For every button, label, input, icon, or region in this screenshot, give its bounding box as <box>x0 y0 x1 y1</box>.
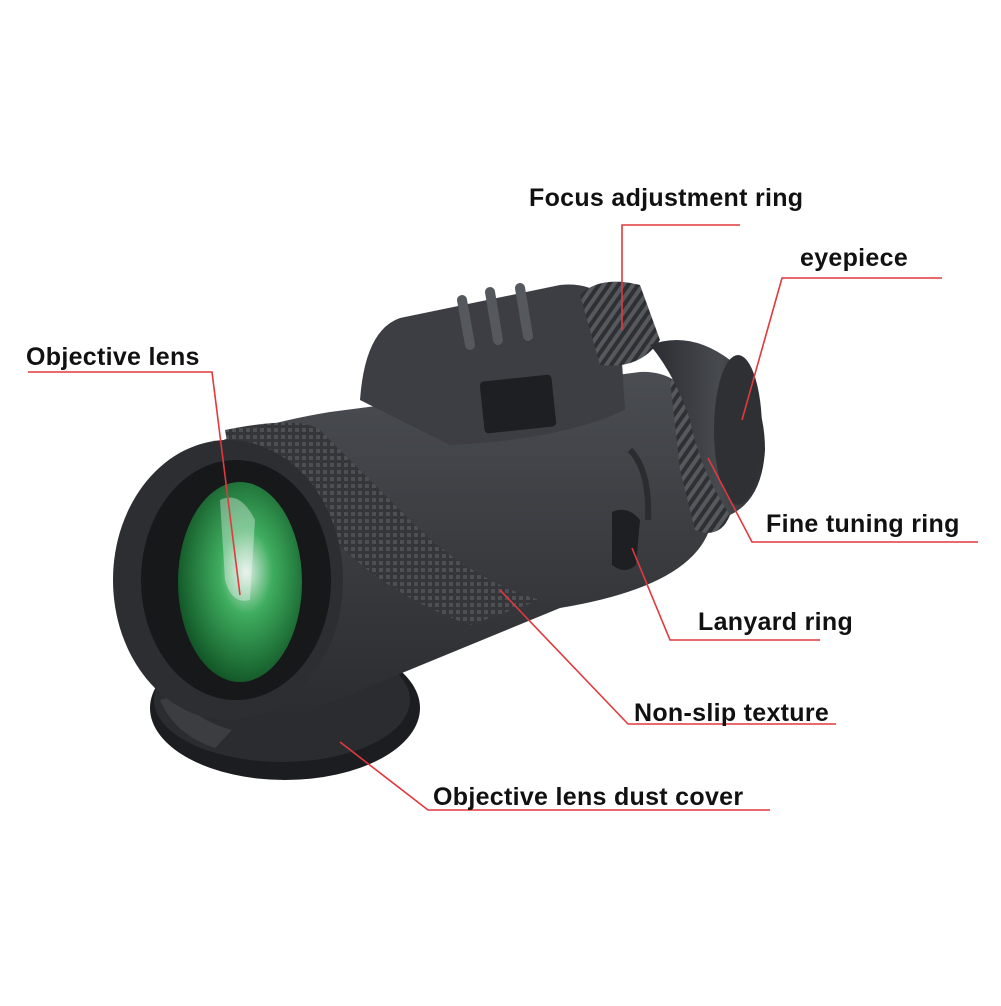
leader-lines <box>28 224 978 811</box>
label-fine-tuning-ring: Fine tuning ring <box>766 510 960 538</box>
label-non-slip-texture: Non-slip texture <box>634 699 830 727</box>
label-lanyard-ring: Lanyard ring <box>698 608 854 636</box>
leader-line-nonslip <box>499 589 836 725</box>
leader-line-dust <box>339 741 770 811</box>
objective-lens <box>113 440 343 720</box>
leader-line-eyepiece <box>741 277 942 421</box>
focus-ring <box>580 281 660 366</box>
label-objective-lens: Objective lens <box>26 343 200 371</box>
label-focus-adjustment-ring: Focus adjustment ring <box>529 184 804 212</box>
leader-line-focus <box>621 224 740 330</box>
leader-line-lanyard <box>631 547 820 641</box>
leader-line-objective <box>28 371 241 596</box>
label-objective-lens-dust-cover: Objective lens dust cover <box>433 783 744 811</box>
leader-line-fine <box>707 457 978 543</box>
label-eyepiece: eyepiece <box>800 244 909 272</box>
